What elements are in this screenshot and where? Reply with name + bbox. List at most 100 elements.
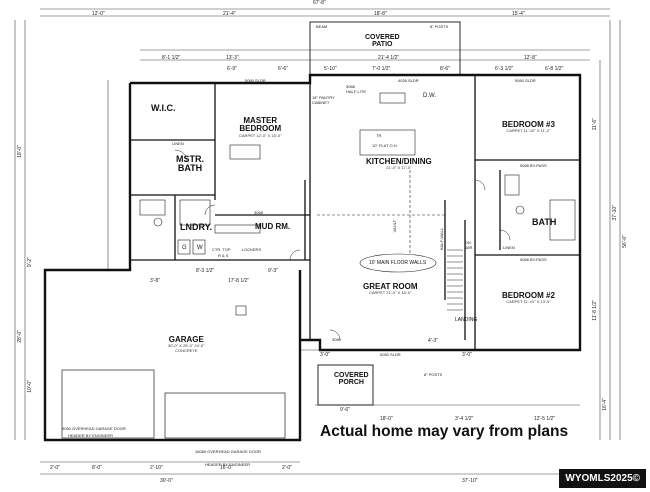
- dim-row3-d: 7'-0 1/2": [372, 66, 391, 72]
- door-3068-label: 3068: [254, 210, 263, 215]
- rs-label: R & S: [218, 253, 229, 258]
- posts-label-top: 8" POSTS: [430, 24, 449, 29]
- dim-porch-c: 3'-4 1/2": [455, 416, 474, 422]
- bedroom3-size: CARPET 11'-10" X 11'-2": [506, 128, 551, 134]
- header-1-label: HEADER BY ENGINEER: [68, 433, 114, 438]
- garage-size: 30'-0" X 25'-0" 24'-0"CONCRETE: [168, 343, 205, 353]
- dim-top-left: 12'-0": [92, 11, 105, 17]
- great-room-name: GREAT ROOM: [363, 282, 418, 291]
- washer-w-label: W: [197, 245, 203, 251]
- bedroom2-name: BEDROOM #2: [502, 291, 555, 300]
- dim-row2-b: 13'-3": [226, 55, 239, 61]
- dim-right-e: 16'-4": [602, 398, 608, 411]
- lockers-label: LOCKERS: [242, 247, 262, 252]
- tr-label: TR: [376, 133, 382, 138]
- posts-label-porch: 8" POSTS: [424, 372, 443, 377]
- landing-label: LANDING: [455, 317, 478, 323]
- dryer-g-label: G: [182, 245, 187, 251]
- dim-bot-d: 16'-0": [220, 465, 233, 471]
- wic-label: W.I.C.: [151, 103, 176, 113]
- dim-bot-c: 2'-10": [150, 465, 163, 471]
- door-5060-bed3: 5060 SLDR: [515, 78, 536, 83]
- dim-gr-c: 4'-3": [428, 338, 438, 344]
- dim-top-center: 18'-8": [374, 11, 387, 17]
- ctr-top-label: CTR. TOP: [212, 247, 231, 252]
- dishwasher-label: D.W.: [423, 93, 436, 99]
- great-room-size: CARPET 21'-0" X 18'-0": [368, 290, 412, 296]
- dim-bot-e: 2'-0": [282, 465, 292, 471]
- flat-oh-label: 10" FLAT O.H.: [372, 143, 398, 148]
- dim-overall-top: 67'-8": [313, 0, 326, 6]
- dim-row3-e: 8'-6": [440, 66, 450, 72]
- dim-gr-b: 3'-0": [462, 352, 472, 358]
- dim-bot-overall-left: 30'-0": [160, 478, 173, 484]
- bath-label: BATH: [532, 217, 557, 227]
- dim-bot-overall-right: 37'-10": [462, 478, 478, 484]
- dim-left-a: 18'-0": [17, 145, 23, 158]
- door-5068-bypass-bed2: 5068 BY-PASS: [520, 257, 547, 262]
- garage-name: GARAGE: [168, 335, 204, 344]
- dim-right-b: 37'-10": [612, 205, 618, 221]
- dim-mid-d: 3'-8": [150, 278, 160, 284]
- dim-bot-b: 8'-0": [92, 465, 102, 471]
- dim-row3-c: 5'-10": [324, 66, 337, 72]
- bedroom3-name: BEDROOM #3: [502, 120, 555, 129]
- dim-mid-c: 9'-3": [268, 268, 278, 274]
- laundry-label: LNDRY.: [180, 222, 213, 232]
- dim-left-d: 10'-0": [27, 380, 33, 393]
- dim-row2-a: 8'-1 1/2": [162, 55, 181, 61]
- dim-row3-b: 6'-6": [278, 66, 288, 72]
- disclaimer-text: Actual home may vary from plans: [320, 423, 569, 440]
- dim-bot-a: 2'-0": [50, 465, 60, 471]
- kitchen-dining-size: 21'-0" X 17'-0": [386, 165, 412, 171]
- linen-label-bath: LINEN: [503, 245, 515, 250]
- dim-right-a: 11'-6": [592, 118, 598, 131]
- header-2-label: HEADER BY ENGINEER: [205, 462, 251, 467]
- door-5060-great: 5060 SLDR: [380, 352, 401, 357]
- walls-note: 10' MAIN FLOOR WALLS: [369, 260, 427, 266]
- garage-door-1-label: 9080 OVERHEAD GARAGE DOOR: [62, 426, 126, 431]
- master-bedroom-size: CARPET 12'-0" X 15'-0": [239, 132, 282, 138]
- door-5060-master: 5060 SLDR: [245, 78, 266, 83]
- dim-top-right: 15'-4": [512, 11, 525, 17]
- dim-mid-b: 17'-8 1/2": [228, 278, 250, 284]
- dim-left-b: 9'-2": [27, 257, 33, 267]
- dim-right-c: 56'-0": [622, 235, 628, 248]
- dim-row2-c: 21'-4 1/2": [378, 55, 400, 61]
- dim-right-d: 11'-8 1/2": [592, 300, 598, 321]
- dim-porch-b: 18'-0": [380, 416, 393, 422]
- dim-porch-a: 9'-6": [340, 407, 350, 413]
- dim-porch-d: 12'-5 1/2": [534, 416, 556, 422]
- linen-label-mb: LINEN: [172, 141, 184, 146]
- dim-mid-a: 8'-3 1/2": [196, 268, 215, 274]
- dim-gr-a: 3'-0": [320, 352, 330, 358]
- vault-label: VAULT: [392, 220, 397, 233]
- mstr-bath-label: MSTR.BATH: [176, 154, 204, 174]
- dim-row3-a: 6'-9": [227, 66, 237, 72]
- dim-row2-d: 12'-8": [524, 55, 537, 61]
- door-4026-kitchen: 4026 SLDR: [398, 78, 419, 83]
- half-wall-label: HALF-WALL: [439, 228, 444, 251]
- door-5068-bypass-bed3: 5068 BY-PASS: [520, 163, 547, 168]
- dim-top-mid: 21'-4": [223, 11, 236, 17]
- dim-left-c: 28'-0": [17, 330, 23, 343]
- mud-room-label: MUD RM.: [255, 222, 291, 231]
- beam-label: BEAM: [316, 24, 328, 29]
- door-3060-label: 3060: [332, 337, 341, 342]
- dim-row3-f: 6'-3 1/2": [495, 66, 514, 72]
- mls-watermark-badge: WYOMLS2025©: [559, 469, 646, 488]
- dim-row3-g: 6'-8 1/2": [545, 66, 564, 72]
